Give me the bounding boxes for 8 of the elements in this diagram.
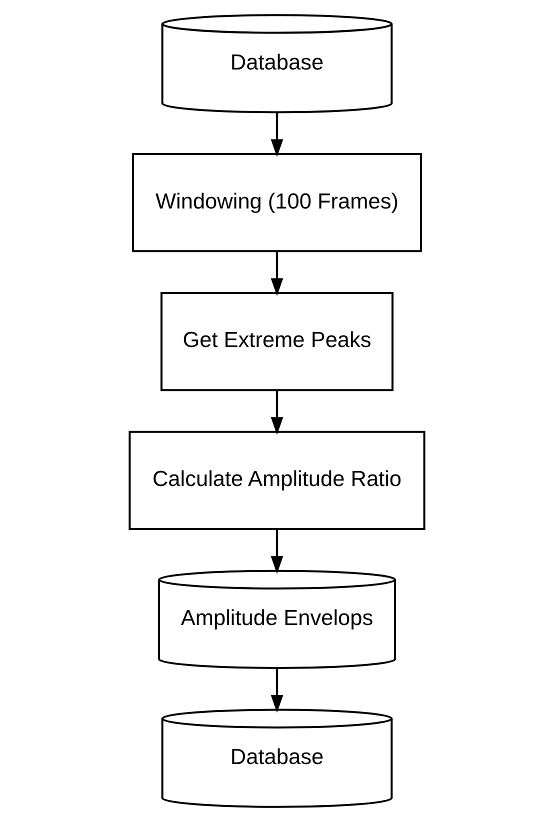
arrow (270, 530, 283, 574)
arrow (270, 112, 283, 158)
node-box: Get Extreme Peaks (160, 292, 393, 392)
arrow (270, 668, 283, 713)
arrow (270, 390, 283, 435)
node-box: Calculate Amplitude Ratio (128, 430, 425, 530)
arrow (270, 252, 283, 296)
node-box: Windowing (100 Frames) (132, 153, 422, 252)
